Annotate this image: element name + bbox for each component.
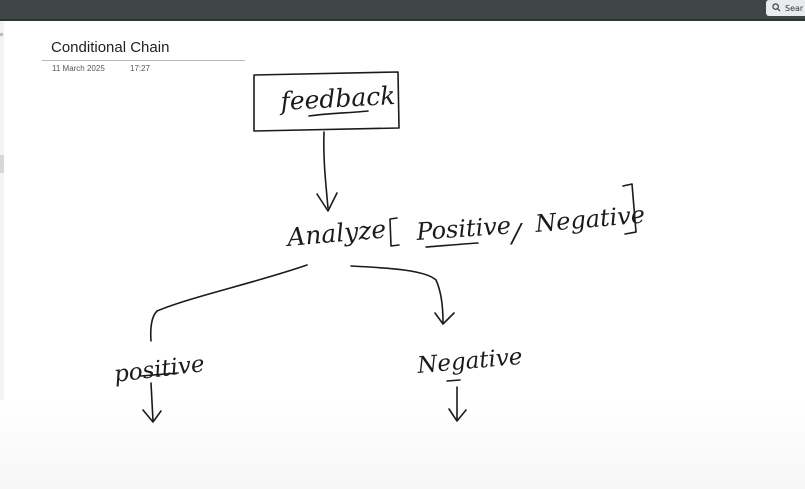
option-positive: Positive [414,211,511,246]
left-panel-edge [0,21,4,489]
page-bottom-shade [0,400,805,489]
branch-positive-underline [140,372,179,377]
search-label: Sear [785,3,804,13]
arrow-head-negative [434,312,455,325]
option-negative: Negative [533,200,646,238]
arrow-head-positive [142,409,162,423]
title-divider [42,60,245,61]
arrow-positive-down [150,382,154,422]
page-time: 17:27 [130,64,151,73]
branch-negative-label: Negative [415,344,523,379]
analyze-label: Analyze [284,214,387,252]
branch-line-positive [149,264,308,342]
left-panel-marker [0,33,3,36]
arrow-head-negative-down [448,408,467,422]
page-title[interactable]: Conditional Chain [51,39,170,56]
search-icon [772,2,781,14]
feedback-underline [308,110,369,117]
branch-line-negative [350,265,444,323]
option-separator: / [509,219,523,249]
positive-underline [425,242,479,248]
bracket-close [622,183,637,235]
feedback-label: feedback [278,81,396,116]
app-titlebar [0,0,805,21]
bracket-open [389,217,400,247]
page-date: 11 March 2025 [52,64,105,73]
branch-positive-label: positive [113,351,206,388]
branch-negative-underline [446,379,461,382]
arrow-feedback-to-analyze [323,131,329,209]
feedback-box [253,71,400,132]
arrow-head-analyze [316,192,338,212]
search-box[interactable]: Sear [766,0,805,16]
left-panel-handle[interactable] [0,155,4,173]
